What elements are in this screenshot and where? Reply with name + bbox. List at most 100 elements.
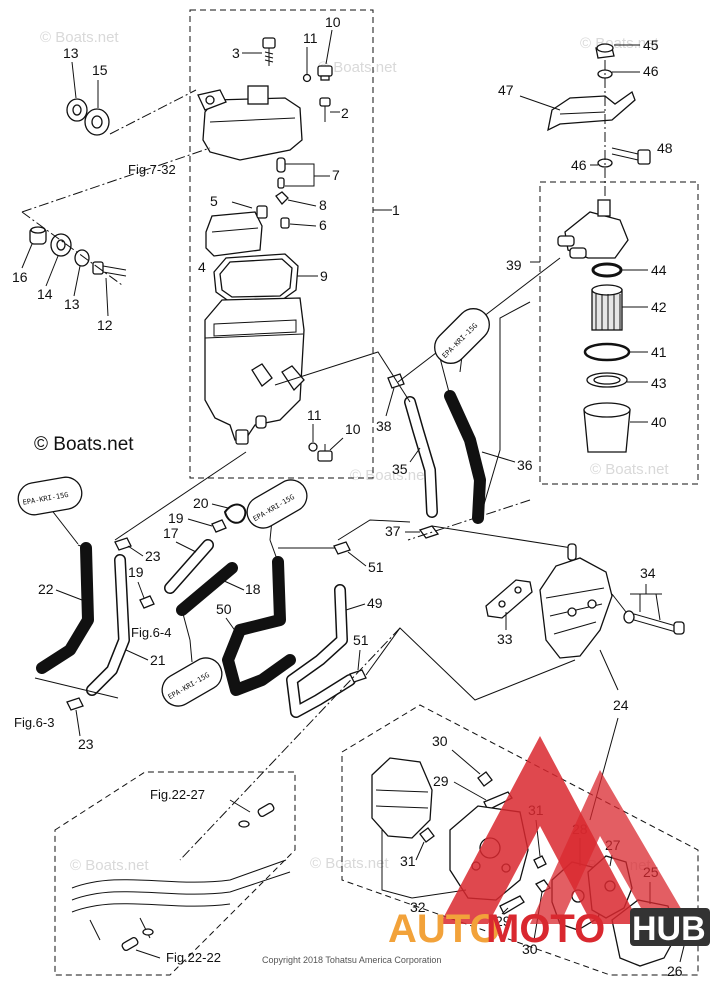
label-11: 11 — [303, 30, 318, 46]
leader — [274, 351, 411, 403]
engine-connection-box — [54, 771, 296, 976]
pump-cover-left — [371, 757, 433, 839]
leader — [75, 709, 81, 737]
label-20: 20 — [193, 495, 209, 511]
clamp-23 — [66, 697, 84, 711]
leader — [325, 29, 333, 65]
hose-21 — [86, 554, 130, 696]
label-38: 38 — [376, 418, 392, 434]
leader — [285, 163, 330, 187]
label-13: 13 — [64, 296, 80, 312]
leader — [114, 451, 247, 541]
leader — [179, 627, 401, 861]
leader — [287, 199, 317, 207]
washer-11 — [302, 73, 312, 83]
label-36: 36 — [517, 457, 533, 473]
fuel-pump-24 — [539, 543, 613, 659]
bolt-48 — [611, 147, 651, 165]
leader — [45, 255, 59, 287]
leader — [77, 544, 87, 549]
label-35: 35 — [392, 461, 408, 477]
leader — [431, 525, 573, 549]
leader — [365, 627, 576, 701]
label-43: 43 — [651, 375, 667, 391]
hose-tag-22: EPA-KRI-15G — [17, 476, 83, 545]
label-19: 19 — [128, 564, 144, 580]
label-16: 16 — [12, 269, 28, 285]
label-18: 18 — [245, 581, 261, 597]
watermark: © Boats.net — [70, 857, 149, 874]
leader — [109, 89, 197, 135]
leader — [175, 541, 197, 553]
float-4 — [205, 205, 268, 257]
label-49: 49 — [367, 595, 383, 611]
label-12: 12 — [97, 317, 113, 333]
leader — [137, 581, 145, 599]
grommet-14 — [50, 233, 72, 257]
fig-ref-22-27: Fig.22-27 — [150, 787, 205, 802]
fig-ref-6-3: Fig.6-3 — [14, 715, 54, 730]
label-50: 50 — [216, 601, 232, 617]
leader — [415, 841, 425, 861]
leader — [479, 301, 531, 519]
leader — [125, 649, 149, 661]
filter-element-42 — [591, 284, 623, 331]
leader — [345, 603, 366, 611]
label-45: 45 — [643, 37, 659, 53]
watermark: © Boats.net — [590, 461, 669, 478]
label-41: 41 — [651, 344, 667, 360]
label-6: 6 — [319, 217, 327, 233]
leader — [181, 609, 191, 641]
label-23: 23 — [145, 548, 161, 564]
figure-references: Fig.7-32 Fig.6-4 Fig.6-3 Fig.22-27 Fig.2… — [14, 162, 221, 965]
watermark: © Boats.net — [40, 29, 119, 46]
bracket-47 — [547, 90, 636, 132]
fuel-pump-group-box — [341, 704, 699, 976]
clamp-51 — [349, 669, 367, 683]
fig-ref-6-4: Fig.6-4 — [131, 625, 171, 640]
hose-tag-36: EPA-KRI-15G — [434, 308, 490, 373]
clip-37 — [418, 525, 440, 539]
leader — [439, 357, 451, 397]
label-33: 33 — [497, 631, 513, 647]
watermark: © Boats.net — [310, 855, 389, 872]
screw-34 — [623, 610, 685, 635]
label-29: 29 — [495, 913, 511, 929]
leader — [71, 61, 77, 99]
leader — [329, 437, 344, 451]
label-24: 24 — [613, 697, 629, 713]
label-30: 30 — [522, 941, 538, 957]
label-13: 13 — [63, 45, 79, 61]
label-44: 44 — [651, 262, 667, 278]
logo-triangle-icon — [530, 770, 690, 924]
clamp-20 — [223, 503, 247, 524]
clamp-51 — [333, 541, 351, 555]
hose-tag-18: EPA-KRI-15G — [246, 479, 308, 541]
hose-35 — [404, 396, 438, 518]
clamp-23 — [114, 537, 132, 551]
leader — [187, 518, 213, 527]
leader — [409, 447, 421, 463]
gasket-9 — [213, 253, 299, 303]
leader — [407, 499, 531, 541]
washer-13 — [74, 249, 90, 267]
label-34: 34 — [640, 565, 656, 581]
label-9: 9 — [320, 268, 328, 284]
leader — [269, 539, 279, 563]
nipple-7 — [276, 157, 286, 189]
leader — [679, 945, 685, 963]
leader — [611, 593, 661, 621]
label-40: 40 — [651, 414, 667, 430]
nut-45 — [595, 43, 615, 59]
leader — [21, 211, 123, 286]
screw-31 — [419, 827, 435, 843]
leader — [519, 95, 561, 111]
label-37: 37 — [385, 523, 401, 539]
washer-11 — [308, 442, 318, 452]
screw-30 — [477, 771, 493, 787]
watermark: © Boats.net — [350, 467, 429, 484]
hose-tag-50: EPA-KRI-15G — [161, 639, 223, 707]
leader — [211, 503, 229, 509]
label-4: 4 — [198, 259, 206, 275]
leader — [221, 579, 245, 591]
